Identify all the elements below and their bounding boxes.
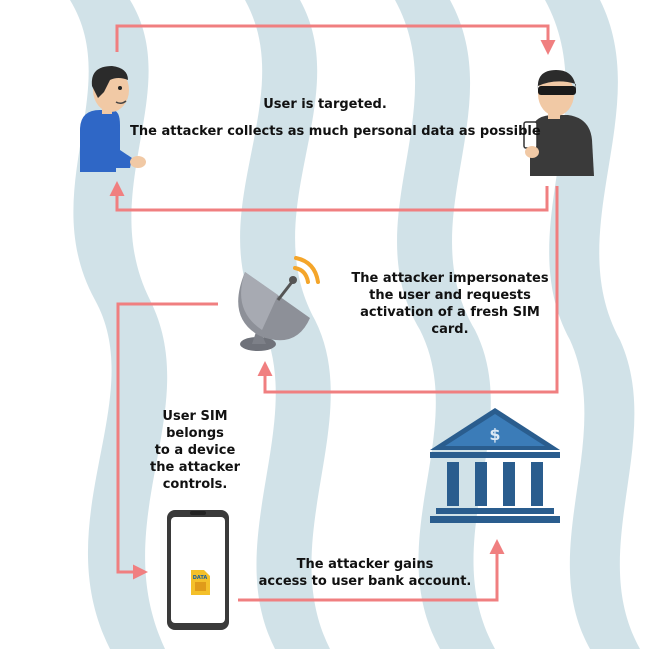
step-sim-device-line5: controls.: [162, 477, 228, 492]
smartphone-icon: DATA: [167, 510, 229, 630]
step-sim-device-line1: User SIM: [162, 409, 228, 424]
hacker-icon: [523, 70, 594, 176]
flow-arrows: [109, 24, 559, 602]
satellite-dish-icon: [238, 256, 320, 351]
step-bank-access-line2: access to user bank account.: [258, 574, 472, 589]
step-bank-access-line1: The attacker gains: [296, 557, 434, 572]
sim-data-label: DATA: [193, 575, 208, 581]
step-impersonate-line3: activation of a fresh SIM: [360, 305, 540, 320]
step-impersonate: The attacker impersonates the user and r…: [330, 270, 570, 338]
arrow-user-to-attacker: [115, 24, 556, 55]
step-sim-device: User SIM belongs to a device the attacke…: [120, 408, 270, 493]
step-sim-device-line2: belongs: [166, 426, 224, 441]
arrow-attacker-to-satellite: [257, 186, 559, 394]
dollar-icon: $: [489, 425, 500, 444]
step-impersonate-line1: The attacker impersonates: [351, 271, 549, 286]
step-impersonate-line4: card.: [431, 322, 469, 337]
bank-icon: $: [430, 408, 560, 523]
step-user-targeted: User is targeted. The attacker collects …: [130, 96, 541, 140]
arrow-phone-to-bank: [238, 539, 505, 602]
user-icon: [80, 66, 146, 172]
step-sim-device-line4: the attacker: [149, 460, 241, 475]
step-sim-device-line3: to a device: [154, 443, 236, 458]
arrow-attacker-back-to-user: [109, 181, 549, 212]
step-bank-access: The attacker gains access to user bank a…: [230, 556, 500, 590]
step-user-targeted-line2: The attacker collects as much personal d…: [130, 124, 541, 139]
step-impersonate-line2: the user and requests: [369, 288, 531, 303]
step-user-targeted-line1: User is targeted.: [263, 97, 387, 112]
arrow-satellite-to-phone: [116, 302, 218, 580]
sim-card-icon: DATA: [191, 570, 210, 595]
